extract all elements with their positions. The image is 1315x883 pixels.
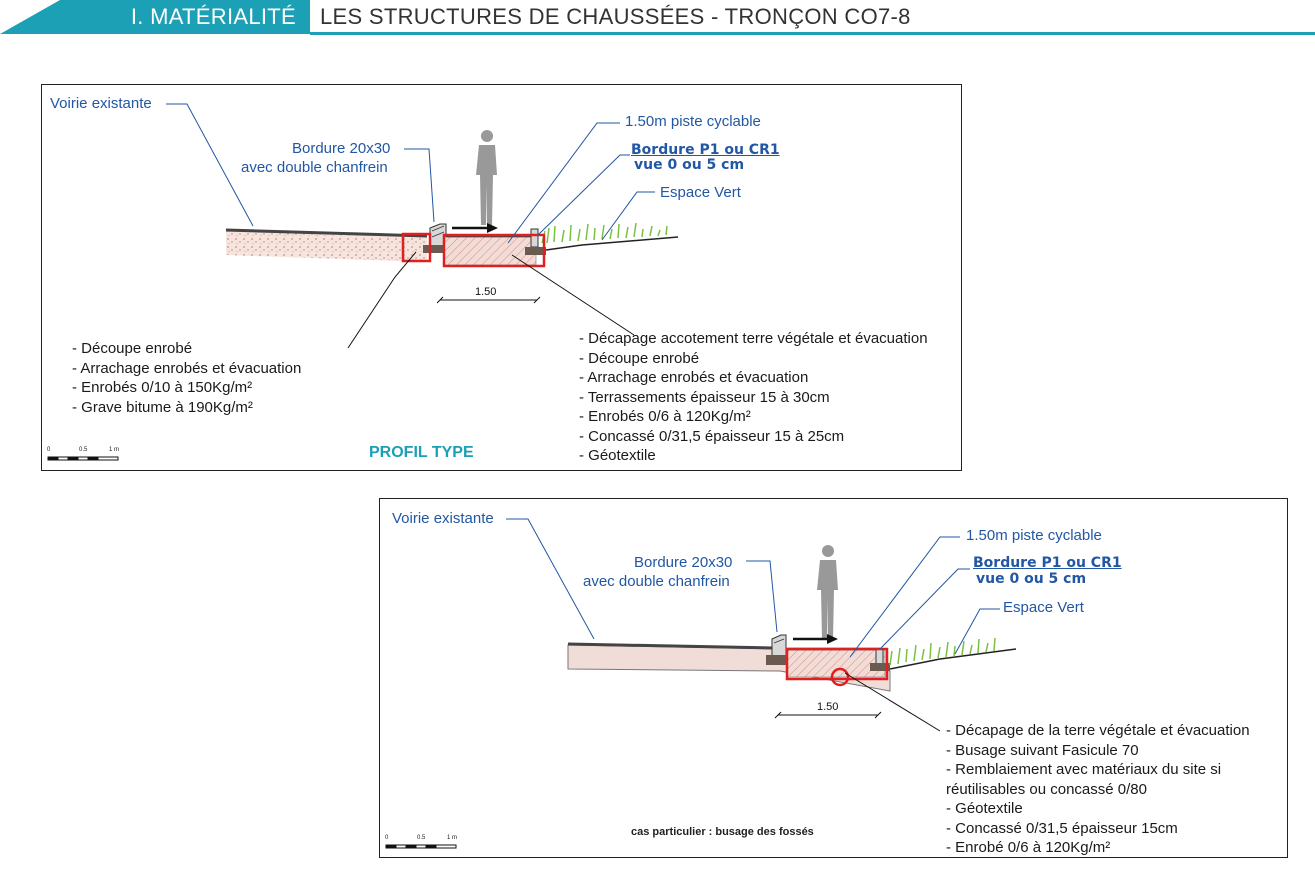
scale-label-start: 0 bbox=[47, 447, 51, 453]
dimension-line bbox=[774, 711, 882, 719]
note-item: - Enrobé 0/6 à 120Kg/m² bbox=[946, 839, 1111, 856]
note-item: - Décapage de la terre végétale et évacu… bbox=[946, 722, 1250, 739]
label-piste-cyclable: 1.50m piste cyclable bbox=[625, 113, 761, 130]
leader-bordure bbox=[404, 148, 435, 223]
label-voirie-existante: Voirie existante bbox=[50, 95, 152, 112]
culvert-caption: cas particulier : busage des fossés bbox=[631, 826, 814, 838]
note-item: - Enrobés 0/6 à 120Kg/m² bbox=[579, 408, 751, 425]
label-vue: vue 0 ou 5 cm bbox=[634, 157, 745, 173]
note-item: - Arrachage enrobés et évacuation bbox=[72, 359, 302, 377]
leader-espace-vert bbox=[601, 191, 655, 241]
leader-notes-left bbox=[347, 251, 417, 349]
leader-bordure-p1 bbox=[537, 154, 630, 236]
label-bordure-20x30: Bordure 20x30 bbox=[634, 554, 733, 571]
notes-right: - Décapage accotement terre végétale et … bbox=[579, 329, 928, 466]
bordure-20x30-shape bbox=[771, 634, 787, 658]
grass-tufts bbox=[541, 222, 668, 244]
leader-notes bbox=[844, 672, 941, 732]
direction-arrow-icon bbox=[452, 223, 498, 233]
green-space-ground bbox=[889, 648, 1017, 670]
leader-voirie bbox=[506, 518, 595, 640]
note-item: - Concassé 0/31,5 épaisseur 15cm bbox=[946, 819, 1178, 837]
leader-piste bbox=[849, 536, 960, 658]
note-item: - Terrassements épaisseur 15 à 30cm bbox=[579, 388, 830, 406]
dimension-line bbox=[436, 296, 541, 304]
section-label: I. MATÉRIALITÉ bbox=[130, 4, 296, 29]
notes-culvert: - Décapage de la terre végétale et évacu… bbox=[946, 721, 1250, 858]
bordure-p1-shape bbox=[875, 648, 884, 666]
direction-arrow-icon bbox=[793, 634, 838, 644]
scale-label-end: 1 m bbox=[109, 447, 120, 453]
dimension-label: 1.50 bbox=[475, 286, 497, 298]
pedestrian-icon bbox=[476, 130, 497, 225]
leader-voirie bbox=[166, 103, 254, 227]
profile-title: PROFIL TYPE bbox=[369, 444, 474, 461]
highlight-box-left bbox=[401, 232, 432, 263]
leader-espace-vert bbox=[954, 608, 1000, 655]
label-bordure-chanfrein: avec double chanfrein bbox=[583, 573, 730, 590]
scale-label-start: 0 bbox=[385, 835, 389, 841]
section-banner: I. MATÉRIALITÉ bbox=[0, 0, 310, 34]
existing-road-surface bbox=[225, 228, 428, 238]
highlight-box-right bbox=[442, 233, 546, 268]
profile-panel-culvert: Voirie existante Bordure 20x30 avec doub… bbox=[379, 498, 1288, 858]
grass-tufts bbox=[889, 637, 996, 666]
note-item: - Géotextile bbox=[946, 800, 1023, 817]
leader-piste bbox=[507, 122, 620, 244]
highlight-box-track bbox=[785, 647, 889, 681]
profile-panel-typical: Voirie existante Bordure 20x30 avec doub… bbox=[41, 84, 962, 471]
notes-left: - Découpe enrobé - Arrachage enrobés et … bbox=[72, 339, 301, 417]
existing-road-surface bbox=[567, 642, 776, 650]
label-vue: vue 0 ou 5 cm bbox=[976, 571, 1087, 587]
note-item: - Découpe enrobé bbox=[72, 340, 193, 357]
leader-bordure bbox=[746, 560, 778, 633]
leader-notes-right bbox=[511, 254, 635, 336]
scale-label-mid: 0.5 bbox=[79, 447, 88, 453]
label-bordure-p1: Bordure P1 ou CR1 bbox=[631, 142, 780, 158]
green-space-ground bbox=[545, 236, 679, 251]
label-espace-vert: Espace Vert bbox=[1003, 599, 1084, 616]
leader-bordure-p1 bbox=[879, 568, 970, 650]
scale-bar bbox=[47, 456, 119, 461]
label-bordure-chanfrein: avec double chanfrein bbox=[241, 159, 388, 176]
note-item: - Décapage accotement terre végétale et … bbox=[579, 330, 928, 347]
scale-bar bbox=[385, 844, 457, 849]
page-title: LES STRUCTURES DE CHAUSSÉES - TRONÇON CO… bbox=[320, 4, 911, 29]
bordure-p1-shape bbox=[530, 228, 539, 248]
label-espace-vert: Espace Vert bbox=[660, 184, 741, 201]
label-bordure-20x30: Bordure 20x30 bbox=[292, 140, 391, 157]
note-item: - Arrachage enrobés et évacuation bbox=[579, 369, 809, 386]
profile-drawing bbox=[47, 103, 679, 461]
note-item: - Géotextile bbox=[579, 447, 656, 464]
note-item: - Concassé 0/31,5 épaisseur 15 à 25cm bbox=[579, 427, 845, 445]
label-voirie-existante: Voirie existante bbox=[392, 510, 494, 527]
note-item: - Enrobés 0/10 à 150Kg/m² bbox=[72, 379, 253, 396]
note-item: - Busage suivant Fasicule 70 bbox=[946, 741, 1139, 759]
cycle-track-structure bbox=[443, 236, 537, 266]
label-bordure-p1: Bordure P1 ou CR1 bbox=[973, 555, 1122, 571]
note-item: - Découpe enrobé bbox=[579, 349, 700, 367]
note-item: réutilisables ou concassé 0/80 bbox=[946, 780, 1147, 798]
scale-label-end: 1 m bbox=[447, 835, 458, 841]
profile-drawing bbox=[385, 518, 1017, 849]
header-rule bbox=[310, 32, 1315, 35]
existing-road-base bbox=[226, 231, 427, 262]
culvert-pipe-icon bbox=[830, 667, 850, 687]
pedestrian-icon bbox=[817, 545, 838, 639]
dimension-label: 1.50 bbox=[817, 701, 839, 713]
scale-label-mid: 0.5 bbox=[417, 835, 426, 841]
note-item: - Grave bitume à 190Kg/m² bbox=[72, 398, 253, 416]
note-item: - Remblaiement avec matériaux du site si bbox=[946, 761, 1222, 778]
label-piste-cyclable: 1.50m piste cyclable bbox=[966, 527, 1102, 544]
